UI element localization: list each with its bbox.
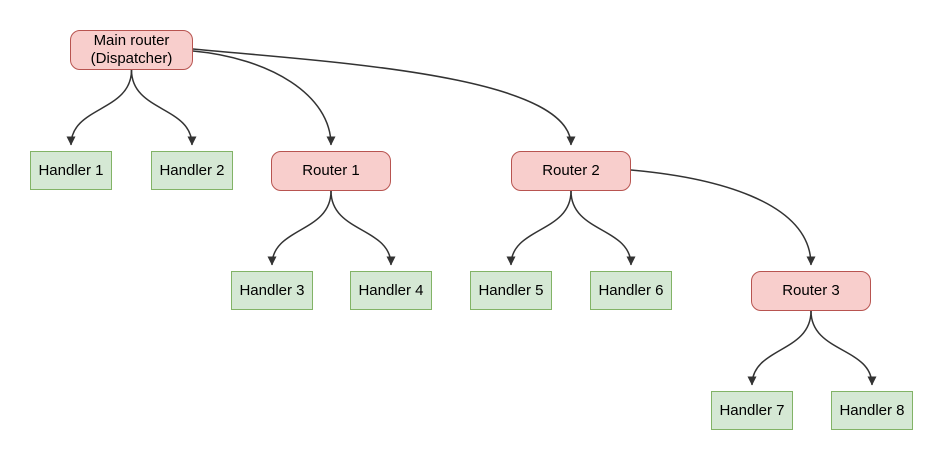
edge-router-1-to-handler-4 — [330, 190, 396, 266]
node-handler-5: Handler 5 — [470, 271, 552, 310]
edge-router-3-to-handler-7 — [747, 310, 812, 386]
node-router-1-label: Router 1 — [302, 162, 360, 179]
node-handler-3: Handler 3 — [231, 271, 313, 310]
node-handler-7: Handler 7 — [711, 391, 793, 430]
node-handler-3-label: Handler 3 — [239, 281, 305, 299]
node-handler-2: Handler 2 — [151, 151, 233, 190]
node-handler-7-label: Handler 7 — [719, 401, 785, 419]
node-handler-4-label: Handler 4 — [358, 281, 424, 299]
node-router-3-label: Router 3 — [782, 282, 840, 299]
edge-router-2-to-handler-5 — [506, 190, 572, 266]
edge-main-router-to-handler-1 — [66, 69, 133, 146]
edge-main-router-to-handler-2 — [130, 69, 197, 146]
node-main-router-label: Main router (Dispatcher) — [90, 32, 173, 67]
node-handler-1: Handler 1 — [30, 151, 112, 190]
edge-main-router-to-router-2 — [192, 48, 576, 146]
node-handler-8: Handler 8 — [831, 391, 913, 430]
node-router-2: Router 2 — [511, 151, 631, 191]
node-handler-1-label: Handler 1 — [38, 161, 104, 179]
edge-router-3-to-handler-8 — [810, 310, 877, 386]
node-handler-6-label: Handler 6 — [598, 281, 664, 299]
node-handler-2-label: Handler 2 — [159, 161, 225, 179]
node-handler-8-label: Handler 8 — [839, 401, 905, 419]
node-router-2-label: Router 2 — [542, 162, 600, 179]
node-router-3: Router 3 — [751, 271, 871, 311]
edge-main-router-to-router-1 — [192, 50, 336, 146]
node-main-router: Main router (Dispatcher) — [70, 30, 193, 70]
node-handler-5-label: Handler 5 — [478, 281, 544, 299]
node-handler-6: Handler 6 — [590, 271, 672, 310]
edge-router-1-to-handler-3 — [267, 190, 332, 266]
node-router-1: Router 1 — [271, 151, 391, 191]
edge-router-2-to-handler-6 — [570, 190, 636, 266]
node-handler-4: Handler 4 — [350, 271, 432, 310]
edge-router-2-to-router-3 — [630, 169, 816, 266]
